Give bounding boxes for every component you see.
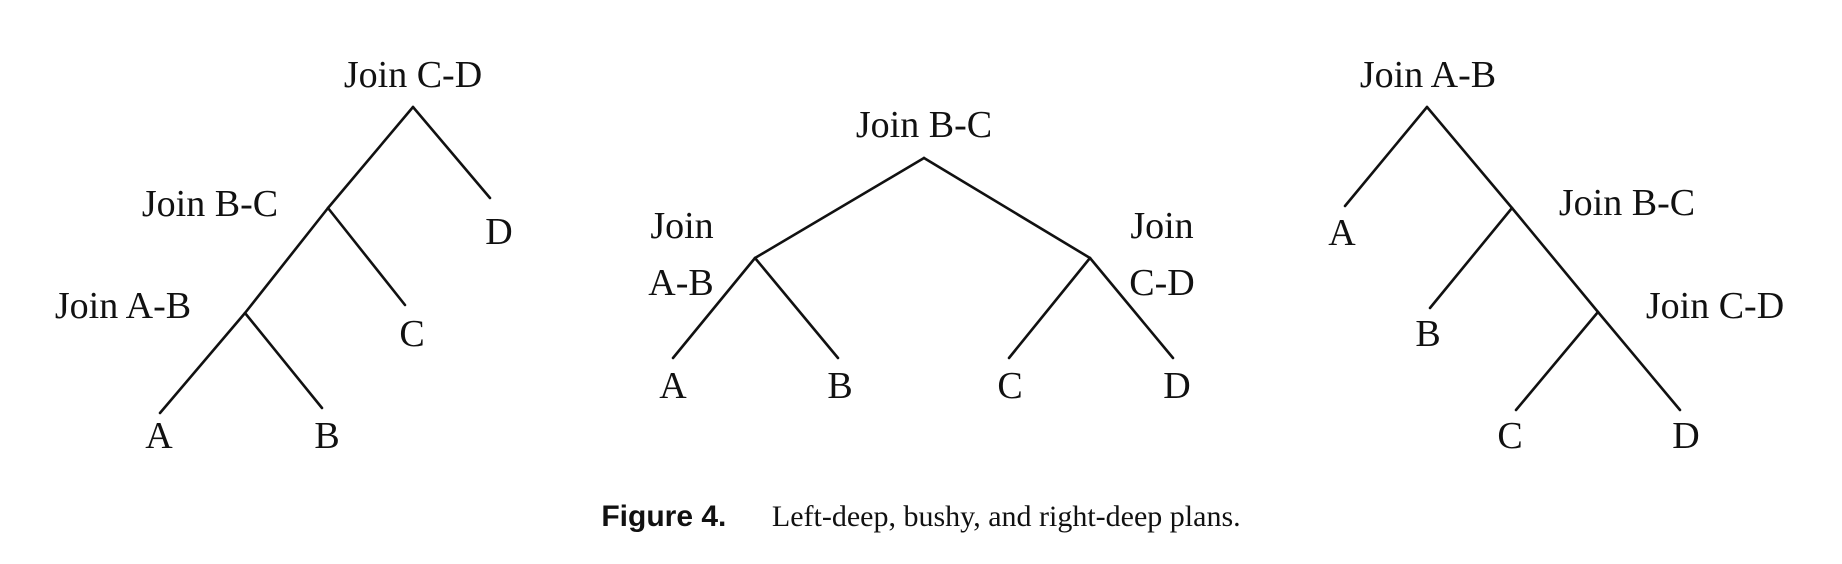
node-label: Join C-D bbox=[1646, 285, 1784, 327]
edge bbox=[922, 156, 1092, 260]
edge bbox=[671, 256, 757, 360]
node-label: D bbox=[1672, 415, 1699, 457]
edge bbox=[326, 105, 415, 210]
figure-caption: Figure 4. Left-deep, bushy, and right-de… bbox=[0, 500, 1842, 534]
right-deep-tree: Join A-B A Join B-C B Join C-D C D bbox=[1328, 54, 1784, 457]
node-label: D bbox=[1163, 365, 1190, 407]
figure-number: Figure 4. bbox=[601, 500, 727, 533]
edge bbox=[1088, 256, 1175, 360]
node-label: Join C-D bbox=[344, 54, 482, 96]
node-label: A-B bbox=[648, 262, 713, 304]
node-label: B bbox=[1415, 313, 1440, 355]
node-label: C-D bbox=[1129, 262, 1194, 304]
edge bbox=[326, 206, 407, 307]
node-label: C bbox=[1497, 415, 1522, 457]
node-label: C bbox=[997, 365, 1022, 407]
node-label: A bbox=[1328, 212, 1356, 254]
edge bbox=[1428, 206, 1514, 310]
node-label: A bbox=[145, 415, 173, 457]
edge bbox=[1510, 206, 1600, 314]
node-label: Join B-C bbox=[856, 104, 992, 146]
node-label: Join bbox=[650, 205, 713, 247]
edge bbox=[243, 206, 330, 315]
edge bbox=[1596, 310, 1682, 412]
node-label: Join A-B bbox=[1360, 54, 1496, 96]
edge bbox=[1343, 105, 1429, 208]
join-plans-figure: Join C-D Join B-C D Join A-B C A B Join … bbox=[55, 54, 1784, 457]
edge bbox=[1007, 256, 1092, 360]
node-label: Join B-C bbox=[1559, 182, 1695, 224]
edge bbox=[1514, 310, 1600, 412]
node-label: A bbox=[659, 365, 687, 407]
node-label: D bbox=[485, 211, 512, 253]
caption-text: Left-deep, bushy, and right-deep plans. bbox=[771, 500, 1241, 533]
node-label: Join B-C bbox=[142, 183, 278, 225]
bushy-tree: Join B-C Join A-B Join C-D A B C D bbox=[648, 104, 1194, 407]
node-label: Join A-B bbox=[55, 285, 191, 327]
edge bbox=[243, 311, 324, 410]
node-label: Join bbox=[1130, 205, 1193, 247]
edge bbox=[1425, 105, 1514, 210]
node-label: B bbox=[827, 365, 852, 407]
left-deep-tree: Join C-D Join B-C D Join A-B C A B bbox=[55, 54, 513, 457]
edge bbox=[158, 311, 247, 415]
edge bbox=[753, 156, 926, 260]
node-label: B bbox=[314, 415, 339, 457]
edge bbox=[411, 105, 492, 200]
edge bbox=[753, 256, 840, 360]
node-label: C bbox=[399, 313, 424, 355]
